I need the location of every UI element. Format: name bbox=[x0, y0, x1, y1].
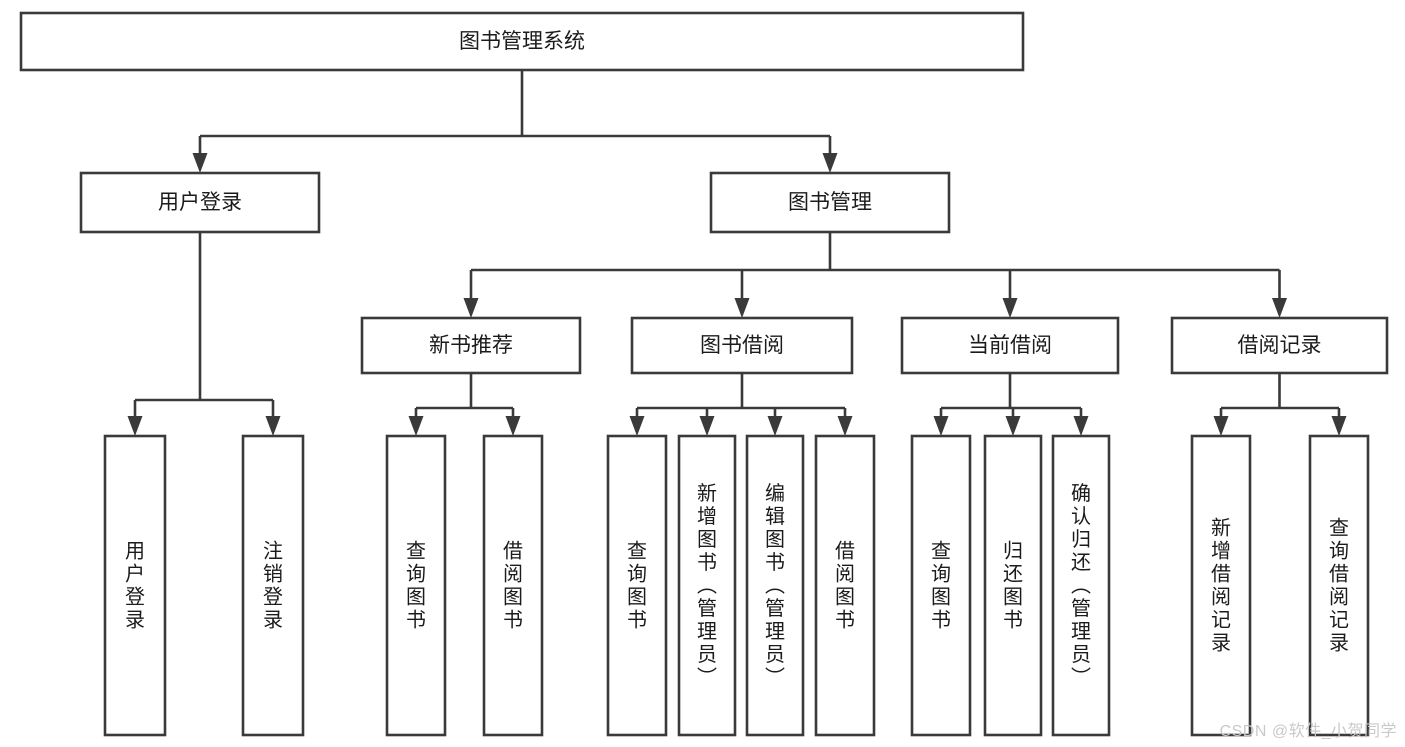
arrow-icon-current-2 bbox=[1073, 416, 1089, 436]
arrow-icon-login-1 bbox=[265, 416, 281, 436]
arrow-icon-recommend-0 bbox=[408, 416, 424, 436]
node-box bbox=[814, 434, 876, 737]
node-box bbox=[1190, 434, 1252, 737]
node-l3-借阅记录-3[interactable]: 借阅记录 bbox=[1170, 316, 1389, 375]
node-label: 查询图书 bbox=[627, 539, 647, 631]
node-leaf-归还图书-9[interactable]: 归还图书 bbox=[983, 434, 1043, 737]
node-leaf-借阅图书-7[interactable]: 借阅图书 bbox=[814, 434, 876, 737]
node-root-图书管理系统-0[interactable]: 图书管理系统 bbox=[19, 11, 1025, 72]
node-box bbox=[983, 434, 1043, 737]
node-box bbox=[103, 434, 167, 737]
node-box bbox=[241, 434, 305, 737]
arrow-icon-current-0 bbox=[933, 416, 949, 436]
node-box bbox=[910, 434, 972, 737]
node-label: 借阅记录 bbox=[1238, 334, 1322, 357]
arrow-icon-borrow-0 bbox=[629, 416, 645, 436]
node-label: 新书推荐 bbox=[429, 334, 513, 357]
node-label: 图书管理系统 bbox=[459, 30, 585, 53]
nodes-layer: 图书管理系统用户登录图书管理新书推荐图书借阅当前借阅借阅记录用户登录注销登录查询… bbox=[19, 11, 1389, 737]
arrow-icon-books-2 bbox=[1002, 298, 1018, 318]
arrow-icon-login-0 bbox=[127, 416, 143, 436]
node-box bbox=[709, 171, 951, 234]
node-leaf-编辑图书管理员-6[interactable]: 编辑图书︵管理员︶ bbox=[745, 434, 805, 737]
node-box bbox=[360, 316, 582, 375]
node-label: 编辑图书︵管理员︶ bbox=[765, 482, 785, 689]
arrow-icon-recommend-1 bbox=[505, 416, 521, 436]
node-label: 借阅图书 bbox=[503, 539, 523, 631]
arrow-icon-root-0 bbox=[192, 153, 208, 173]
node-box bbox=[385, 434, 447, 737]
node-box bbox=[900, 316, 1120, 375]
node-label: 查询图书 bbox=[931, 539, 951, 631]
node-l3-图书借阅-1[interactable]: 图书借阅 bbox=[630, 316, 854, 375]
node-l3-当前借阅-2[interactable]: 当前借阅 bbox=[900, 316, 1120, 375]
node-label: 新增图书︵管理员︶ bbox=[697, 482, 717, 689]
arrow-icon-books-1 bbox=[734, 298, 750, 318]
node-label: 查询图书 bbox=[406, 539, 426, 631]
arrow-icon-borrow-2 bbox=[767, 416, 783, 436]
node-box bbox=[745, 434, 805, 737]
node-label: 借阅图书 bbox=[835, 539, 855, 631]
node-label: 查询借阅记录 bbox=[1329, 516, 1349, 654]
node-l2-图书管理-1[interactable]: 图书管理 bbox=[709, 171, 951, 234]
node-l2-用户登录-0[interactable]: 用户登录 bbox=[79, 171, 321, 234]
node-label: 确认归还︵管理员︶ bbox=[1071, 482, 1091, 689]
arrow-icon-borrow-1 bbox=[699, 416, 715, 436]
node-box bbox=[19, 11, 1025, 72]
node-leaf-新增图书管理员-5[interactable]: 新增图书︵管理员︶ bbox=[677, 434, 737, 737]
node-leaf-查询图书-8[interactable]: 查询图书 bbox=[910, 434, 972, 737]
arrow-icon-books-3 bbox=[1272, 298, 1287, 318]
connectors-layer bbox=[127, 70, 1347, 436]
node-label: 图书管理 bbox=[788, 191, 872, 214]
node-label: 归还图书 bbox=[1003, 539, 1023, 631]
arrow-icon-root-1 bbox=[822, 153, 838, 173]
arrow-icon-books-0 bbox=[463, 298, 479, 318]
arrow-icon-current-1 bbox=[1005, 416, 1021, 436]
node-leaf-新增借阅记录-11[interactable]: 新增借阅记录 bbox=[1190, 434, 1252, 737]
node-leaf-查询借阅记录-12[interactable]: 查询借阅记录 bbox=[1308, 434, 1370, 737]
node-box bbox=[677, 434, 737, 737]
node-label: 用户登录 bbox=[125, 540, 145, 631]
node-label: 用户登录 bbox=[158, 191, 242, 214]
node-box bbox=[1308, 434, 1370, 737]
node-leaf-查询图书-2[interactable]: 查询图书 bbox=[385, 434, 447, 737]
node-leaf-查询图书-4[interactable]: 查询图书 bbox=[606, 434, 668, 737]
node-box bbox=[630, 316, 854, 375]
node-box bbox=[79, 171, 321, 234]
node-leaf-确认归还管理员-10[interactable]: 确认归还︵管理员︶ bbox=[1051, 434, 1111, 737]
node-label: 当前借阅 bbox=[968, 334, 1052, 357]
node-box bbox=[1051, 434, 1111, 737]
arrow-icon-records-0 bbox=[1213, 416, 1229, 436]
node-box bbox=[482, 434, 544, 737]
node-leaf-注销登录-1[interactable]: 注销登录 bbox=[241, 434, 305, 737]
node-label: 图书借阅 bbox=[700, 334, 784, 357]
node-leaf-用户登录-0[interactable]: 用户登录 bbox=[103, 434, 167, 737]
node-l3-新书推荐-0[interactable]: 新书推荐 bbox=[360, 316, 582, 375]
node-box bbox=[1170, 316, 1389, 375]
arrow-icon-borrow-3 bbox=[837, 416, 853, 436]
node-label: 注销登录 bbox=[263, 539, 283, 631]
node-box bbox=[606, 434, 668, 737]
node-leaf-借阅图书-3[interactable]: 借阅图书 bbox=[482, 434, 544, 737]
arrow-icon-records-1 bbox=[1331, 416, 1347, 436]
node-label: 新增借阅记录 bbox=[1211, 516, 1231, 654]
